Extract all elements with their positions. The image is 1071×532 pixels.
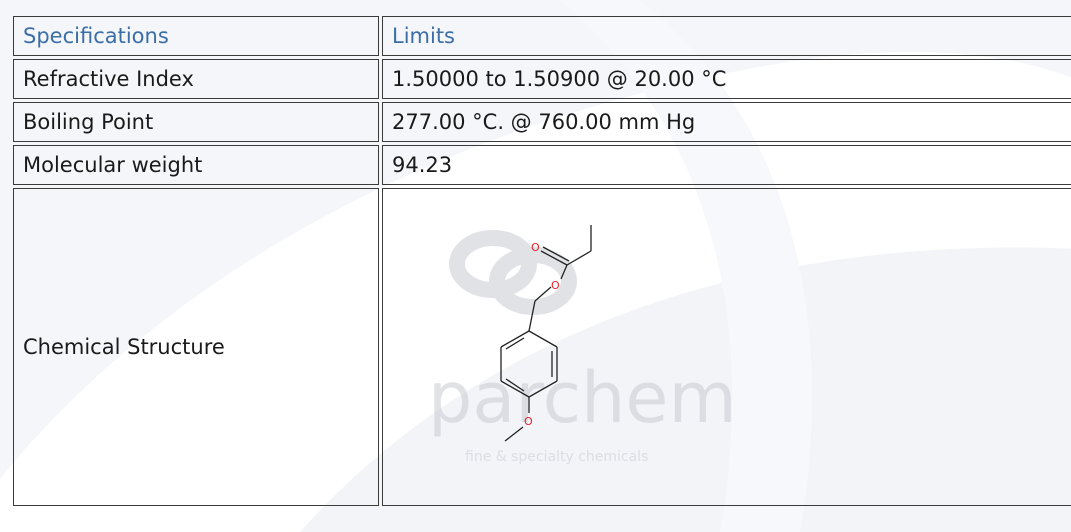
row-value-refractive-index: 1.50000 to 1.50900 @ 20.00 °C xyxy=(382,59,1071,99)
row-label-refractive-index: Refractive Index xyxy=(13,59,379,99)
table-row: Chemical Structure parchem fine & specia… xyxy=(13,188,1071,506)
header-limits: Limits xyxy=(382,16,1071,56)
molecule-bonds xyxy=(500,225,592,442)
table-row: Refractive Index 1.50000 to 1.50900 @ 20… xyxy=(13,59,1071,99)
watermark-tagline: fine & specialty chemicals xyxy=(465,449,648,465)
row-label-boiling-point: Boiling Point xyxy=(13,102,379,142)
table-header-row: Specifications Limits xyxy=(13,16,1071,56)
row-label-molecular-weight: Molecular weight xyxy=(13,145,379,185)
table-row: Molecular weight 94.23 xyxy=(13,145,1071,185)
atom-oxygen-ester: O xyxy=(551,279,560,292)
row-value-boiling-point: 277.00 °C. @ 760.00 mm Hg xyxy=(382,102,1071,142)
atom-oxygen-carbonyl: O xyxy=(531,241,540,254)
row-value-molecular-weight: 94.23 xyxy=(382,145,1071,185)
table-row: Boiling Point 277.00 °C. @ 760.00 mm Hg xyxy=(13,102,1071,142)
chemical-structure-image: parchem fine & specialty chemicals xyxy=(428,225,737,465)
parchem-logo-watermark: parchem fine & specialty chemicals xyxy=(428,230,737,465)
specifications-table: Specifications Limits Refractive Index 1… xyxy=(10,13,1071,509)
chemical-structure-cell: parchem fine & specialty chemicals xyxy=(382,188,1071,506)
watermark-brand: parchem xyxy=(428,357,737,439)
header-specifications: Specifications xyxy=(13,16,379,56)
chemical-structure-wrap: parchem fine & specialty chemicals xyxy=(383,189,1071,505)
atom-oxygen-methoxy: O xyxy=(524,415,533,428)
row-label-chemical-structure: Chemical Structure xyxy=(13,188,379,506)
